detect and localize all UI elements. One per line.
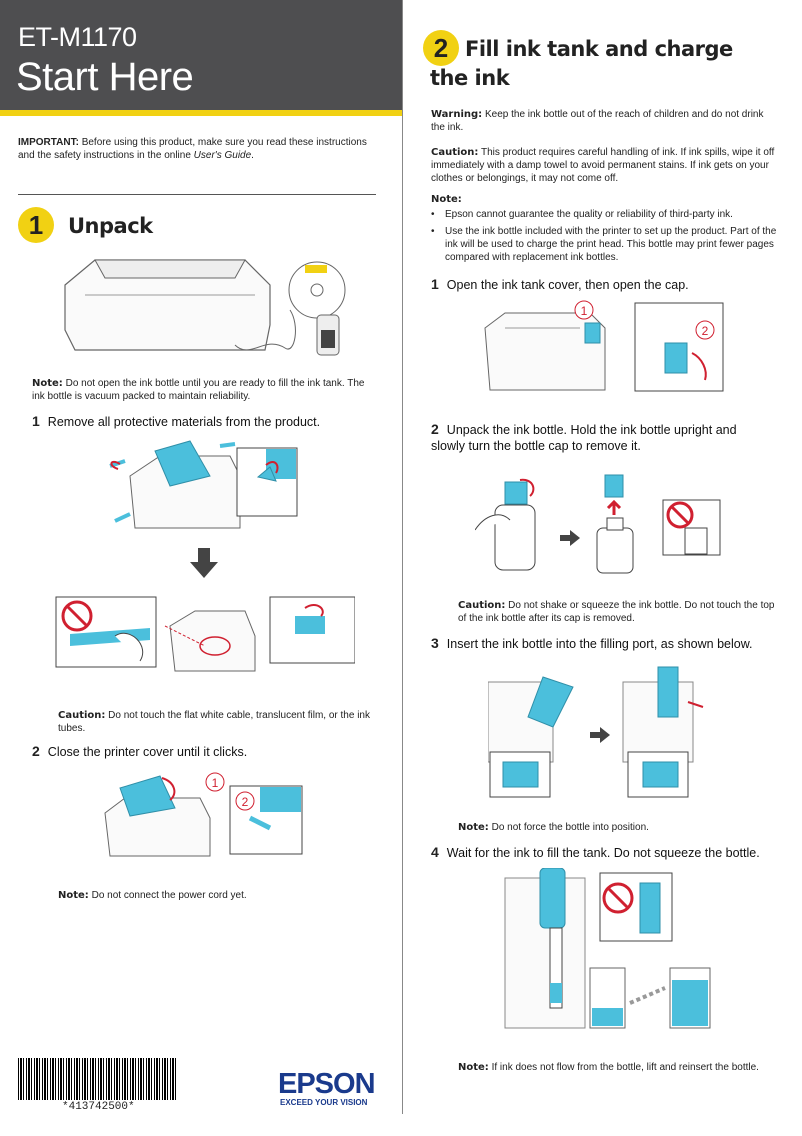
section-1-badge: 1 <box>18 207 54 243</box>
warning-text: Keep the ink bottle out of the reach of … <box>431 109 764 133</box>
section-2-number: 2 <box>433 32 449 63</box>
step-number: 4 <box>431 844 439 860</box>
caution-text: Do not touch the flat white cable, trans… <box>58 710 370 734</box>
step-text: Open the ink tank cover, then open the c… <box>446 278 689 292</box>
remove-materials-illustration <box>109 440 241 529</box>
step-text: Unpack the ink bottle. Hold the ink bott… <box>431 423 737 453</box>
divider <box>18 194 376 195</box>
close-cover-illustration: 1 2 <box>104 772 303 857</box>
section-2-caution-2: Caution: Do not shake or squeeze the ink… <box>458 599 778 625</box>
note-label: Note: <box>458 822 489 833</box>
caution-cable-illustration <box>55 596 355 672</box>
page-title: Start Here <box>16 55 194 99</box>
caution-notice: Caution: This product requires careful h… <box>431 146 781 185</box>
step-text: Close the printer cover until it clicks. <box>47 745 248 759</box>
section-1-note-2: Note: Do not connect the power cord yet. <box>58 889 247 902</box>
insert-bottle-illustration <box>488 666 704 798</box>
section-1-note: Note: Do not open the ink bottle until y… <box>32 377 377 403</box>
important-end: . <box>251 150 254 161</box>
note-label: Note: <box>32 378 63 389</box>
section-1-step-1: 1 Remove all protective materials from th… <box>32 413 320 429</box>
warning-label: Warning: <box>431 109 483 120</box>
header-banner <box>0 0 402 116</box>
note-text: If ink does not flow from the bottle, li… <box>488 1062 759 1073</box>
epson-tagline: EXCEED YOUR VISION <box>280 1098 368 1107</box>
section-2-step-4: 4 Wait for the ink to fill the tank. Do n… <box>431 844 760 860</box>
section-2-step-1: 1 Open the ink tank cover, then open the … <box>431 276 689 292</box>
down-arrow-icon <box>190 548 218 578</box>
epson-logo: EPSON <box>278 1068 376 1100</box>
caution-label: Caution: <box>431 147 479 158</box>
callout-2: 2 <box>242 795 249 809</box>
model-name: ET-M1170 <box>18 22 137 52</box>
step-number: 3 <box>431 635 439 651</box>
note-label: Note: <box>458 1062 489 1073</box>
warning-notice: Warning: Keep the ink bottle out of the … <box>431 108 776 134</box>
note-text: Do not force the bottle into position. <box>488 822 649 833</box>
important-text: Before using this product, make sure you… <box>18 137 367 161</box>
bullet-text: Use the ink bottle included with the pri… <box>445 226 777 263</box>
caution-text: Do not shake or squeeze the ink bottle. … <box>458 600 775 624</box>
callout-1: 1 <box>581 304 588 318</box>
users-guide-ref: User's Guide <box>193 150 252 161</box>
note-text: Do not connect the power cord yet. <box>88 890 247 901</box>
section-2-badge: 2 <box>423 30 459 66</box>
step-number: 2 <box>32 743 40 759</box>
important-notice: IMPORTANT: Before using this product, ma… <box>18 136 368 162</box>
unpack-illustration <box>64 259 346 356</box>
callout-1: 1 <box>212 776 219 790</box>
zoom-inset-1 <box>236 447 298 517</box>
caution-label: Caution: <box>58 710 106 721</box>
step-number: 1 <box>32 413 40 429</box>
note-label: Note: <box>431 194 462 205</box>
section-1-caution: Caution: Do not touch the flat white cab… <box>58 709 376 735</box>
column-divider <box>402 0 403 1114</box>
note-text: Do not open the ink bottle until you are… <box>32 378 365 402</box>
bullet-item-1: •Epson cannot guarantee the quality or r… <box>431 209 733 220</box>
note-heading: Note: <box>431 193 462 206</box>
step-text: Wait for the ink to fill the tank. Do no… <box>446 846 760 860</box>
note-label: Note: <box>58 890 89 901</box>
section-1-number: 1 <box>28 209 44 240</box>
caution-text: This product requires careful handling o… <box>431 147 775 184</box>
section-1-title: Unpack <box>68 214 153 238</box>
barcode-number: *413742500* <box>62 1101 135 1113</box>
bullet-item-2: •Use the ink bottle included with the pr… <box>431 226 777 263</box>
header-accent-bar <box>0 110 402 116</box>
important-label: IMPORTANT: <box>18 137 79 148</box>
section-2-step-3: 3 Insert the ink bottle into the filling … <box>431 635 753 651</box>
step-number: 2 <box>431 421 439 437</box>
barcode <box>18 1058 178 1100</box>
caution-label: Caution: <box>458 600 506 611</box>
step-number: 1 <box>431 276 439 292</box>
unpack-bottle-illustration <box>475 474 721 574</box>
section-1-step-2: 2 Close the printer cover until it clicks… <box>32 743 247 759</box>
section-2-note-3: Note: Do not force the bottle into posit… <box>458 821 649 834</box>
section-2-note-4: Note: If ink does not flow from the bott… <box>458 1061 768 1074</box>
step-text: Insert the ink bottle into the filling p… <box>446 637 753 651</box>
fill-tank-illustration <box>504 868 711 1029</box>
open-tank-illustration: 1 2 <box>484 300 724 392</box>
section-2-title-line-1: Fill ink tank and charge <box>465 37 733 61</box>
callout-2: 2 <box>702 324 709 338</box>
step-text: Remove all protective materials from the… <box>47 415 321 429</box>
bullet-text: Epson cannot guarantee the quality or re… <box>445 209 733 220</box>
section-2-title-line-2: the ink <box>430 66 510 90</box>
